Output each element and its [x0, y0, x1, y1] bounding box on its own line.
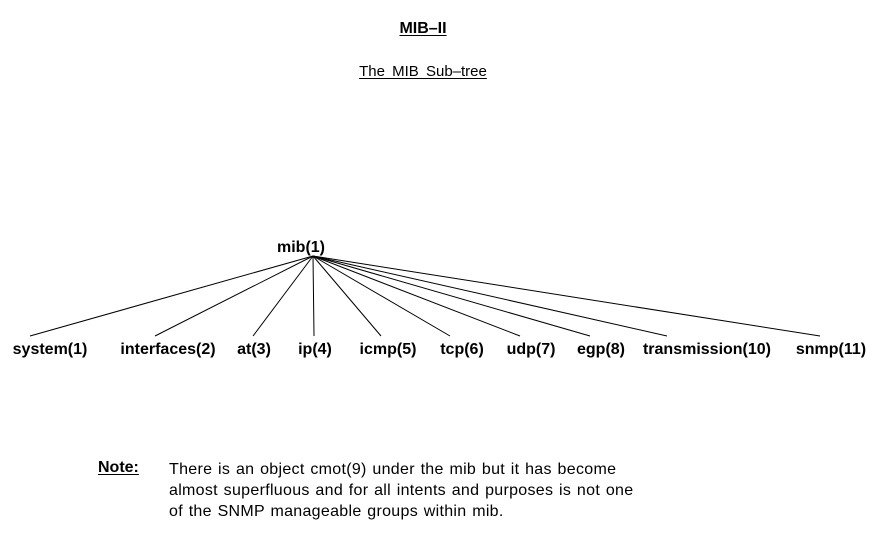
tree-edge: [312, 255, 315, 337]
page-title: MIB–II: [399, 20, 447, 37]
tree-edge: [312, 255, 668, 337]
tree-node-child: system(1): [13, 341, 88, 358]
note-line: There is an object cmot(9) under the mib…: [169, 461, 617, 478]
note-label: Note:: [98, 459, 139, 476]
tree-edge: [252, 255, 314, 337]
tree-node-child: egp(8): [577, 341, 625, 358]
tree-node-child: snmp(11): [796, 341, 866, 358]
note-line: of the SNMP manageable groups within mib…: [169, 503, 504, 520]
tree-edge: [312, 255, 591, 337]
page-subtitle: The MIB Sub–tree: [359, 63, 487, 80]
note-line: almost superfluous and for all intents a…: [169, 482, 634, 499]
tree-node-child: icmp(5): [360, 341, 417, 358]
note-text: There is an object cmot(9) under the mib…: [169, 459, 729, 522]
tree-node-child: at(3): [237, 341, 271, 358]
tree-node-child: transmission(10): [643, 341, 771, 358]
tree-node-child: tcp(6): [440, 341, 484, 358]
tree-edge: [154, 255, 314, 337]
tree-edges: [29, 255, 821, 337]
tree-edge: [29, 255, 314, 337]
tree-node-root: mib(1): [277, 239, 325, 256]
tree-edge: [312, 255, 521, 337]
tree-node-child: udp(7): [507, 341, 556, 358]
tree-node-child: interfaces(2): [120, 341, 215, 358]
tree-nodes: mib(1) system(1) interfaces(2) at(3) ip(4) i…: [13, 239, 866, 358]
tree-edge: [312, 255, 382, 337]
tree-edge: [312, 255, 821, 337]
tree-node-child: ip(4): [298, 341, 332, 358]
tree-edge: [312, 255, 451, 337]
